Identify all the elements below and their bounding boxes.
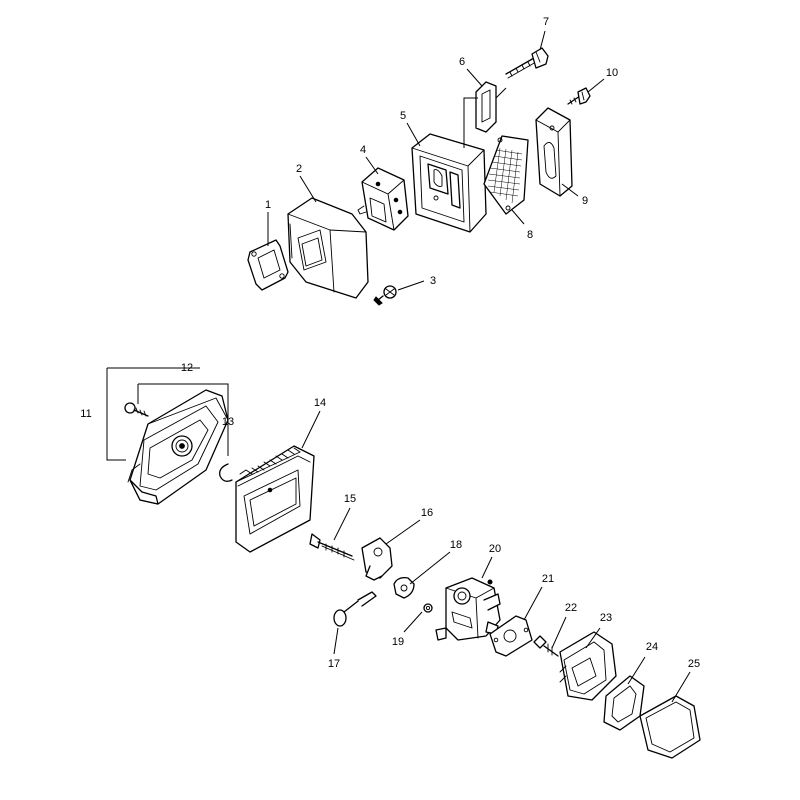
callout-17: 17 (328, 658, 340, 670)
part-3-screw (373, 285, 397, 306)
part-15-bolt (309, 533, 355, 561)
callout-7: 7 (543, 16, 549, 28)
callout-11: 11 (80, 408, 91, 420)
callout-1: 1 (265, 199, 271, 211)
callout-5: 5 (400, 110, 406, 122)
callout-14: 14 (314, 397, 326, 409)
callout-20: 20 (489, 543, 501, 555)
part-9-bracket (535, 107, 573, 197)
callout-12: 12 (181, 362, 193, 374)
part-10-screw (567, 87, 591, 105)
part-23-intake (559, 631, 617, 701)
callout-6: 6 (459, 56, 465, 68)
part-2-muffler-cover (287, 197, 369, 299)
callout-24: 24 (646, 641, 658, 653)
part-14-air-filter (235, 445, 315, 553)
part-18-plate (393, 576, 415, 599)
part-12-air-filter-cover (127, 389, 229, 505)
callout-21: 21 (542, 573, 554, 585)
callout-13: 13 (222, 416, 234, 428)
part-13-clip (219, 463, 233, 482)
callout-18: 18 (450, 539, 462, 551)
callout-15: 15 (344, 493, 356, 505)
callout-leaders (267, 30, 691, 703)
part-16-bracket (361, 537, 393, 581)
part-6-plate (475, 81, 497, 133)
part-11-screw (124, 402, 149, 417)
callout-11-bracket (106, 367, 200, 461)
callout-9: 9 (582, 195, 588, 207)
part-4-deflector (357, 167, 409, 231)
callout-numbers: 1 2 3 4 5 6 7 8 9 10 11 12 13 14 15 16 1… (80, 16, 700, 670)
part-1-gasket (247, 239, 289, 291)
part-22-bolt (533, 635, 559, 657)
callout-19: 19 (392, 636, 404, 648)
part-7-bolt (505, 47, 549, 79)
part-19-washer (423, 603, 433, 613)
callout-4: 4 (360, 144, 366, 156)
callout-10: 10 (606, 67, 618, 79)
part-21-gasket (489, 615, 533, 657)
part-17-choke-knob (333, 591, 377, 627)
callout-8: 8 (527, 229, 533, 241)
callout-16: 16 (421, 507, 433, 519)
part-5-muffler-body (411, 133, 487, 233)
part-25-gasket-ring (639, 695, 701, 759)
part-24-gasket (603, 675, 645, 731)
part-20-carburetor (435, 577, 501, 641)
callout-25: 25 (688, 658, 700, 670)
callout-23: 23 (600, 612, 612, 624)
callout-2: 2 (296, 163, 302, 175)
part-8-screen (483, 135, 529, 215)
callout-3: 3 (430, 275, 436, 287)
callout-22: 22 (565, 602, 577, 614)
